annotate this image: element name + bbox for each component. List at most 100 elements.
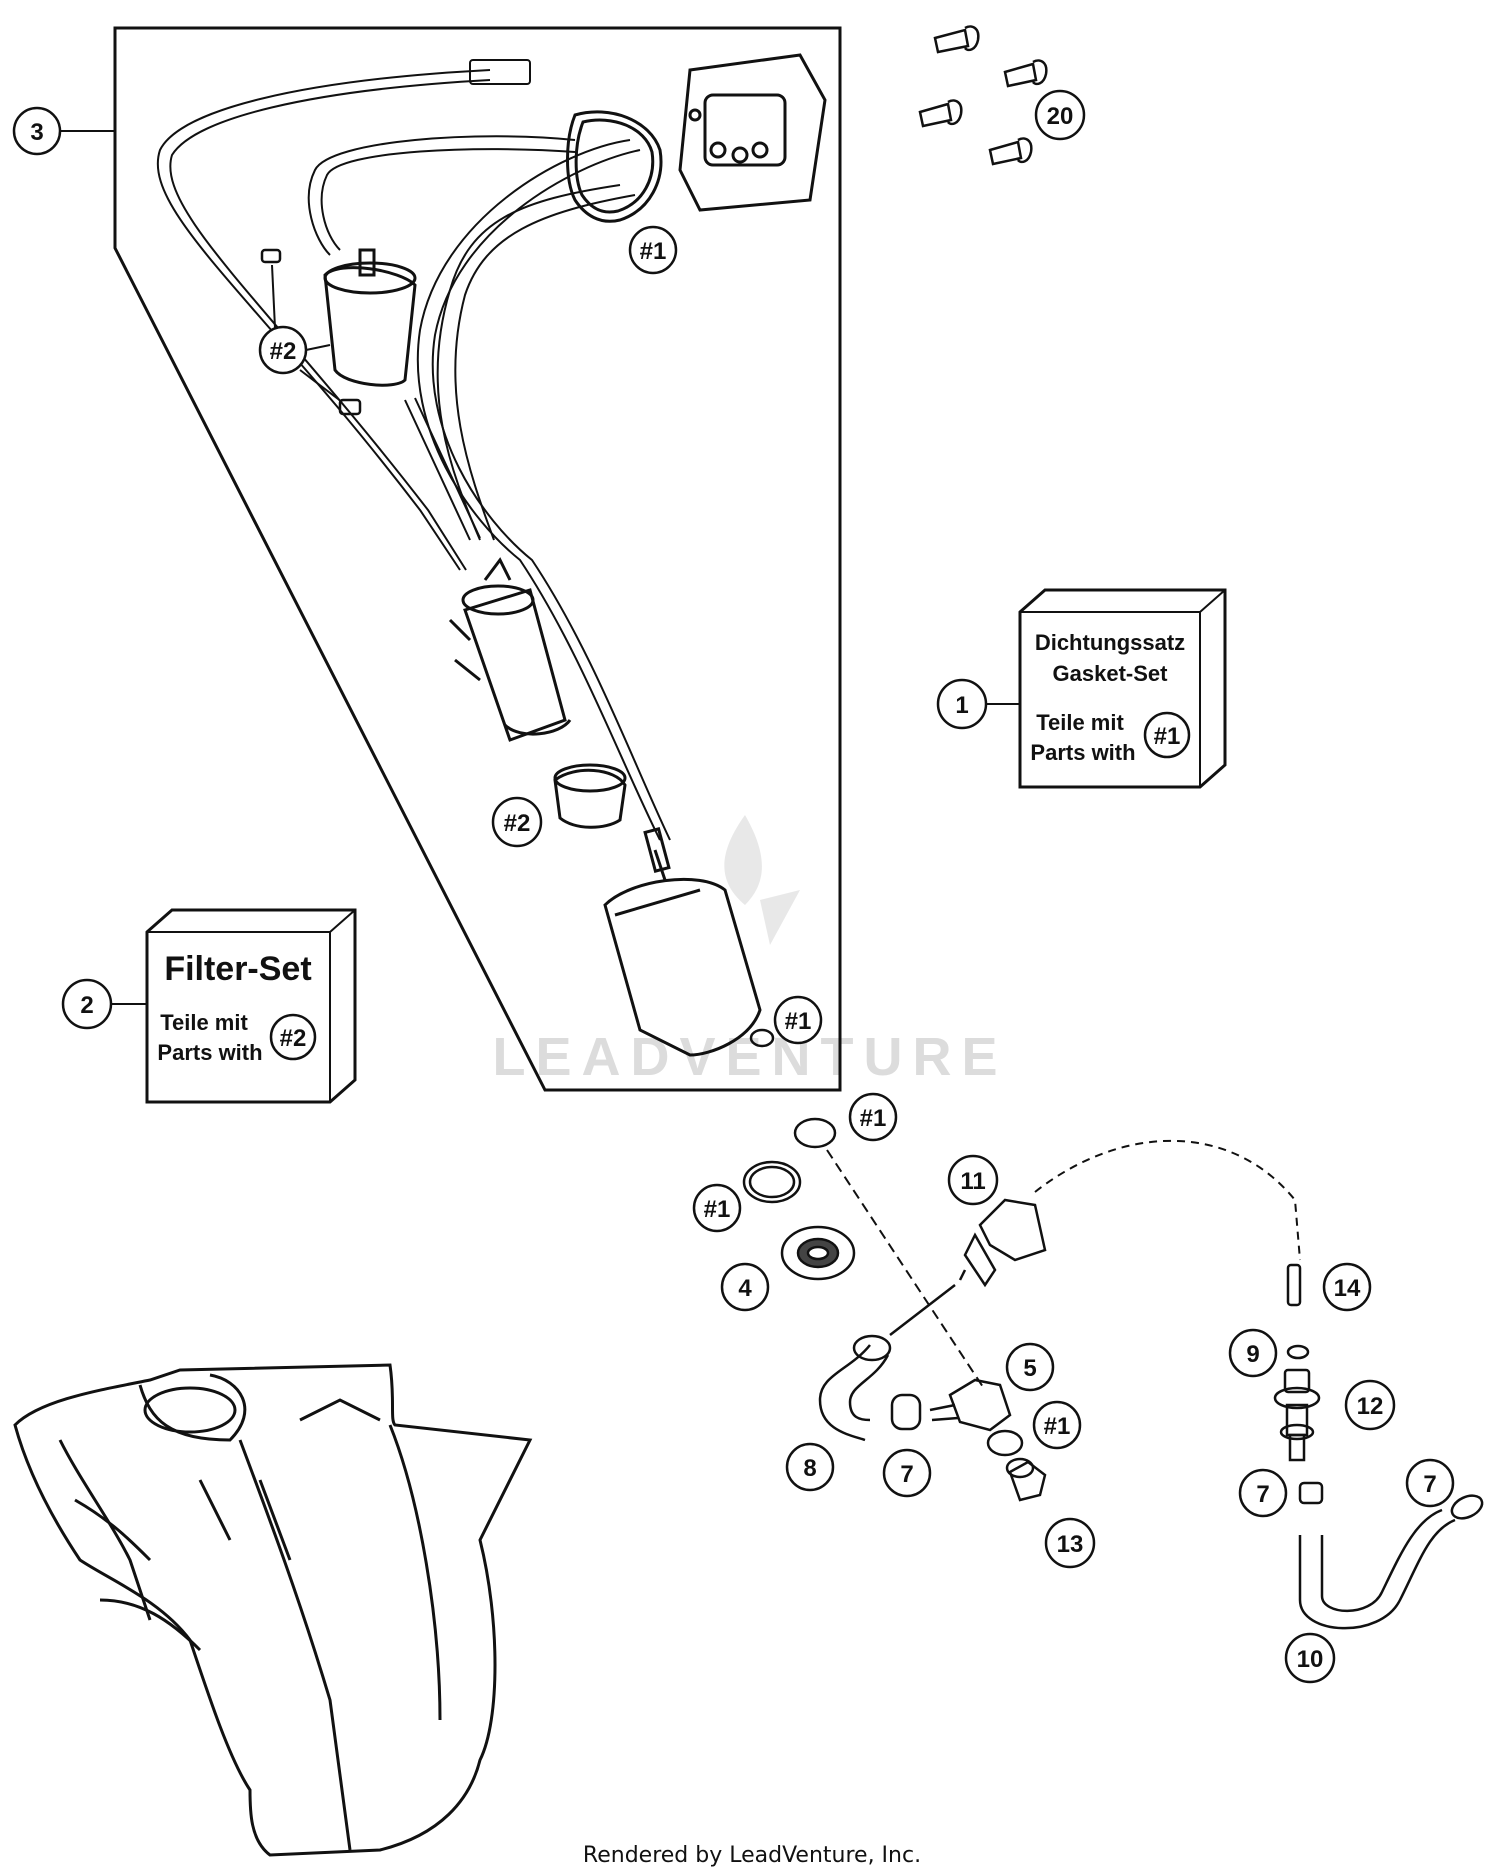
svg-text:#1: #1	[640, 238, 667, 265]
watermark-flame-icon	[724, 815, 800, 945]
callout-13: 13	[1044, 1517, 1096, 1569]
svg-text:5: 5	[1023, 1355, 1036, 1382]
part-7-clamp-c	[1450, 1494, 1484, 1520]
leader-h2a-bottom	[299, 369, 343, 403]
svg-text:7: 7	[900, 1461, 913, 1488]
svg-text:4: 4	[738, 1275, 752, 1302]
part-5-fitting	[929, 1378, 1012, 1432]
assembly-3-outline	[113, 26, 842, 1092]
pump-housing	[603, 827, 762, 1057]
oring-1-bottom	[986, 1429, 1024, 1457]
oring-1-top	[793, 1117, 837, 1149]
callout-h1e: #1	[1032, 1400, 1082, 1450]
callout-5: 5	[1005, 1342, 1055, 1392]
watermark: LEADVENTURE	[492, 815, 1007, 1087]
svg-text:7: 7	[1423, 1471, 1436, 1498]
callout-11: 11	[947, 1154, 999, 1206]
wire-harness	[156, 59, 531, 571]
filter-set-box: Filter-Set Teile mit Parts with #2	[145, 908, 357, 1104]
callout-10: 10	[1284, 1632, 1336, 1684]
svg-text:14: 14	[1334, 1275, 1361, 1302]
footer-credit: Rendered by LeadVenture, Inc.	[583, 1843, 921, 1868]
fuel-filter	[323, 248, 417, 387]
screws-20	[918, 25, 1048, 166]
oring-1-large-inner	[748, 1165, 796, 1199]
callout-8: 8	[785, 1442, 835, 1492]
part-13-plug	[1005, 1457, 1047, 1502]
svg-text:10: 10	[1297, 1646, 1324, 1673]
gasket-box-ref: #1	[1154, 723, 1181, 750]
callout-14: 14	[1322, 1262, 1372, 1312]
svg-text:12: 12	[1357, 1393, 1384, 1420]
part-10-hose	[1298, 1508, 1456, 1630]
svg-text:8: 8	[803, 1455, 816, 1482]
gasket-box-line4: Parts with	[1030, 740, 1135, 765]
svg-text:#1: #1	[860, 1105, 887, 1132]
harness-connector	[469, 59, 531, 85]
gasket-box-line3: Teile mit	[1036, 710, 1124, 735]
oring-small-bottom	[338, 398, 362, 416]
callout-3: 3	[12, 106, 62, 156]
filter-box-ref: #2	[280, 1025, 307, 1052]
callout-h1b: #1	[773, 995, 823, 1045]
callout-h2a: #2	[258, 325, 308, 375]
callout-7a: 7	[882, 1448, 932, 1498]
part-9-oring	[1286, 1344, 1310, 1360]
leader-h2a-filter	[305, 344, 331, 351]
dash-line-2	[1034, 1139, 1301, 1261]
gasket-set-box: Dichtungssatz Gasket-Set Teile mit Parts…	[1018, 588, 1227, 789]
gasket-box-line2: Gasket-Set	[1053, 661, 1169, 686]
part-11-connector	[958, 1198, 1047, 1288]
callout-20: 20	[1034, 89, 1086, 141]
oring-small-top	[260, 248, 282, 264]
svg-text:#1: #1	[785, 1008, 812, 1035]
flange-gasket	[566, 110, 663, 223]
callout-9: 9	[1228, 1328, 1278, 1378]
fuel-tank	[13, 1363, 533, 1857]
svg-text:#2: #2	[504, 810, 531, 837]
svg-text:9: 9	[1246, 1341, 1259, 1368]
filter-box-line1: Teile mit	[160, 1010, 248, 1035]
gasket-box-ref-circle	[1143, 711, 1191, 759]
callout-h1d: #1	[692, 1183, 742, 1233]
svg-text:20: 20	[1047, 103, 1074, 130]
part-8-hose	[818, 1334, 892, 1442]
callouts: 3 20 #1 #2 #2 #1 1 2	[12, 89, 1455, 1684]
filter-box-line2: Parts with	[157, 1040, 262, 1065]
callout-2: 2	[61, 978, 113, 1030]
lower-right-parts	[742, 1117, 1484, 1630]
part-4-washer	[780, 1225, 856, 1281]
fuel-pump-motor	[448, 557, 572, 742]
tank-flange-plate	[678, 53, 827, 212]
part-12-valve	[1273, 1368, 1321, 1462]
svg-text:1: 1	[955, 692, 968, 719]
svg-text:3: 3	[30, 119, 43, 146]
gasket-box-line1: Dichtungssatz	[1035, 630, 1185, 655]
watermark-text: LEADVENTURE	[492, 1027, 1007, 1087]
part-14-pin	[1286, 1263, 1302, 1307]
callout-h1c: #1	[848, 1092, 898, 1142]
svg-text:#1: #1	[704, 1196, 731, 1223]
callout-4: 4	[720, 1262, 770, 1312]
filter-box-title: Filter-Set	[164, 950, 311, 988]
filter-sleeve	[553, 763, 627, 829]
svg-text:7: 7	[1256, 1481, 1269, 1508]
part-7-clamp-b	[1298, 1481, 1324, 1505]
oring-1-large	[742, 1160, 802, 1204]
callout-h2b: #2	[491, 796, 543, 848]
svg-text:11: 11	[960, 1168, 985, 1195]
callout-7c: 7	[1405, 1458, 1455, 1508]
callout-12: 12	[1344, 1379, 1396, 1431]
svg-text:#2: #2	[270, 338, 297, 365]
svg-text:2: 2	[80, 992, 93, 1019]
filter-box-ref-circle	[269, 1013, 317, 1061]
oring-pump	[749, 1028, 775, 1048]
callout-h1a: #1	[628, 225, 678, 275]
part-7-clamp-a	[890, 1393, 922, 1431]
svg-text:#1: #1	[1044, 1413, 1071, 1440]
callout-7b: 7	[1238, 1468, 1288, 1518]
fuel-lines	[307, 135, 671, 841]
leader-h2a-top	[271, 264, 276, 329]
svg-text:13: 13	[1057, 1531, 1084, 1558]
